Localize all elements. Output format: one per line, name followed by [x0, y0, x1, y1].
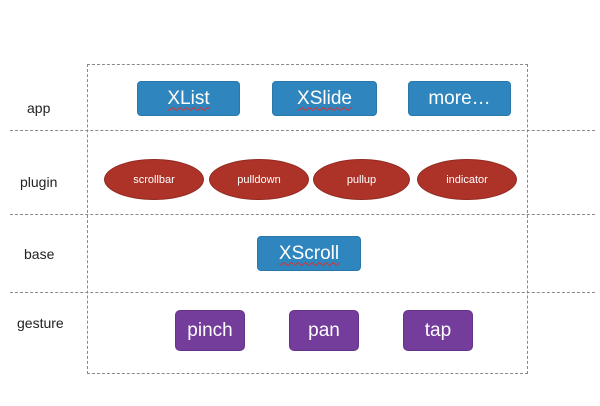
layer-label-plugin: plugin [20, 174, 58, 190]
layer-label-app: app [27, 100, 51, 116]
plugin-label: pullup [346, 173, 377, 186]
gesture-label: pinch [187, 319, 233, 341]
gesture-label: tap [424, 319, 452, 341]
gesture-pinch: pinch [175, 310, 245, 351]
app-module-label: more… [428, 87, 491, 109]
layer-label-gesture: gesture [17, 315, 64, 331]
gesture-pan: pan [289, 310, 359, 351]
plugin-indicator: indicator [417, 159, 517, 200]
base-module-label: XScroll [278, 242, 340, 264]
base-module-xscroll: XScroll [257, 236, 361, 271]
app-module-more: more… [408, 81, 511, 116]
plugin-label: indicator [446, 173, 488, 186]
layer-divider-base-gesture [10, 292, 595, 293]
gesture-tap: tap [403, 310, 473, 351]
diagram-frame [87, 64, 528, 374]
app-module-label: XSlide [297, 87, 352, 109]
plugin-label: pulldown [237, 173, 281, 186]
plugin-scrollbar: scrollbar [104, 159, 204, 200]
layer-label-base: base [24, 246, 55, 262]
app-module-xslide: XSlide [272, 81, 377, 116]
plugin-label: scrollbar [133, 173, 175, 186]
plugin-pulldown: pulldown [209, 159, 309, 200]
app-module-label: XList [167, 87, 210, 109]
plugin-pullup: pullup [313, 159, 410, 200]
gesture-label: pan [308, 319, 340, 341]
layer-divider-app-plugin [10, 130, 595, 131]
app-module-xlist: XList [137, 81, 240, 116]
layer-divider-plugin-base [10, 214, 595, 215]
